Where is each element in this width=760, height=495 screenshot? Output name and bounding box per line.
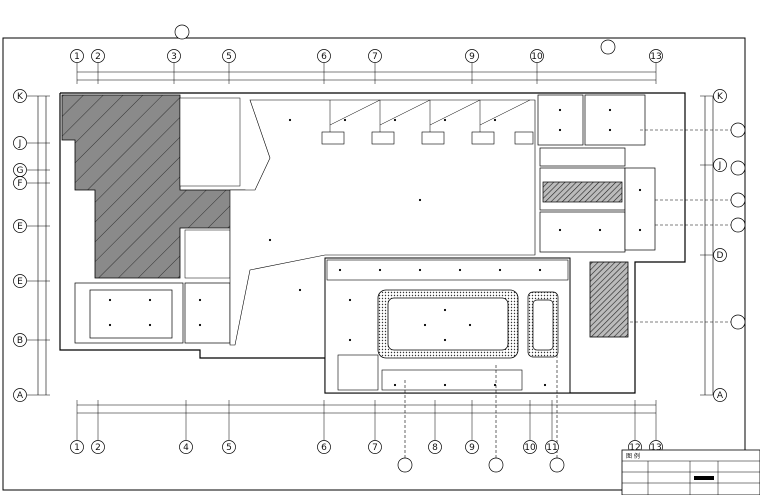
bottom-axis-4-circle xyxy=(179,440,193,454)
left-axis-A-circle xyxy=(13,388,27,402)
bottom-axis-10-circle xyxy=(523,440,537,454)
top-axis-10-label: 10 xyxy=(531,52,543,62)
bottom-axis-5-circle xyxy=(222,440,236,454)
left-axis-F-circle xyxy=(13,176,27,190)
left-axis-J-circle xyxy=(13,136,27,150)
left-axis-K-circle xyxy=(13,89,27,103)
top-axis-7-label: 7 xyxy=(372,52,378,62)
main-hall xyxy=(229,99,536,346)
top-axis-1-circle xyxy=(70,49,84,63)
top-axis-1-label: 1 xyxy=(74,52,80,62)
bottom-axis-13-label: 13 xyxy=(650,443,661,453)
bottom-axis-11-label: 11 xyxy=(546,443,557,453)
top-axis-9-label: 9 xyxy=(469,52,475,62)
left-axis-B-circle xyxy=(13,333,27,347)
banquet-top-band xyxy=(326,259,569,281)
banquet-bottom-band xyxy=(381,369,523,391)
left-axis-B-label: B xyxy=(17,336,23,346)
top-axis-2-circle xyxy=(91,49,105,63)
left-axis-A-label: A xyxy=(17,391,24,401)
right-rooms xyxy=(537,94,656,253)
bottom-axis-11-circle xyxy=(545,440,559,454)
banquet-corner-room xyxy=(337,354,379,391)
core-hatched-area xyxy=(61,94,246,279)
top-axis-2-label: 2 xyxy=(95,52,101,62)
left-axis-E-circle xyxy=(13,219,27,233)
sheet-border xyxy=(2,37,746,491)
top-axis-9-circle xyxy=(465,49,479,63)
bottom-axis-1-circle xyxy=(70,440,84,454)
right-axis-bubbles: K J D A xyxy=(713,89,727,402)
left-axis-bubbles: K J GF E E B A xyxy=(13,89,27,402)
top-axis-3-label: 3 xyxy=(171,52,177,62)
top-axis-5-circle xyxy=(222,49,236,63)
right-axis-D-circle xyxy=(713,248,727,262)
upper-booths xyxy=(321,131,534,145)
bottom-axis-6-label: 6 xyxy=(321,443,327,453)
stair-zone xyxy=(179,97,241,279)
bottom-axis-7-label: 7 xyxy=(372,443,378,453)
bottom-axis-6-circle xyxy=(317,440,331,454)
right-axis-K-circle xyxy=(713,89,727,103)
bottom-axis-2-circle xyxy=(91,440,105,454)
upper-partition-lines xyxy=(329,99,531,132)
axis-ticks xyxy=(27,63,713,440)
legend-block: 图 例 xyxy=(621,449,760,495)
bottom-axis-12-label: 12 xyxy=(629,443,640,453)
fixture-dots xyxy=(108,108,642,387)
left-axis-K-label: K xyxy=(17,92,24,102)
right-axis-J-label: J xyxy=(718,161,722,171)
bottom-axis-5-label: 5 xyxy=(226,443,232,453)
top-axis-bubbles: 1 2 3 5 6 7 9 10 13 xyxy=(70,49,663,63)
top-axis-13-circle xyxy=(649,49,663,63)
right-axis-K-label: K xyxy=(717,92,724,102)
banquet-stage xyxy=(387,297,509,351)
left-axis-E-label: E xyxy=(17,277,23,287)
top-axis-10-circle xyxy=(530,49,544,63)
top-axis-6-circle xyxy=(317,49,331,63)
legend-title: 图 例 xyxy=(626,452,640,460)
left-axis-E-circle xyxy=(13,274,27,288)
bottom-axis-2-label: 2 xyxy=(95,443,101,453)
top-axis-6-label: 6 xyxy=(321,52,327,62)
left-rooms xyxy=(74,282,231,344)
banquet-side xyxy=(532,299,554,351)
right-axis-A-label: A xyxy=(717,391,724,401)
top-axis-13-label: 13 xyxy=(650,52,661,62)
bottom-axis-7-circle xyxy=(368,440,382,454)
bottom-axis-8-label: 8 xyxy=(432,443,438,453)
left-axis-F-label: F xyxy=(17,179,22,189)
bottom-axis-10-label: 10 xyxy=(524,443,536,453)
bottom-axis-8-circle xyxy=(428,440,442,454)
dimension-lines xyxy=(37,71,714,414)
top-axis-3-circle xyxy=(167,49,181,63)
right-axis-J-circle xyxy=(713,158,727,172)
bottom-axis-9-circle xyxy=(465,440,479,454)
left-axis-J-label: J xyxy=(18,139,22,149)
right-axis-D-label: D xyxy=(717,251,724,261)
top-axis-7-circle xyxy=(368,49,382,63)
top-axis-5-label: 5 xyxy=(226,52,232,62)
section-lines xyxy=(404,129,731,458)
bottom-axis-1-label: 1 xyxy=(74,443,80,453)
left-axis-E-label: E xyxy=(17,222,23,232)
left-axis-G-label: G xyxy=(17,166,24,176)
dense-hatch-strip xyxy=(589,261,629,338)
right-axis-A-circle xyxy=(713,388,727,402)
bottom-axis-4-label: 4 xyxy=(183,443,189,453)
bottom-axis-9-label: 9 xyxy=(469,443,475,453)
